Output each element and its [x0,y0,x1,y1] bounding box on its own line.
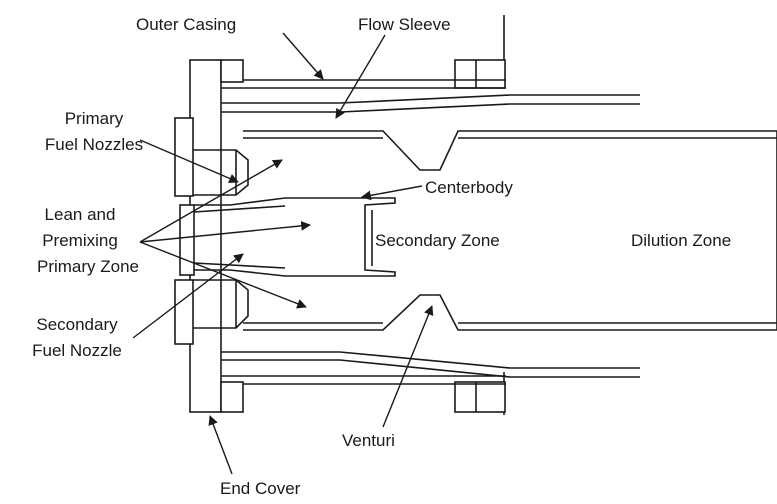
label-lean-3: Primary Zone [37,257,139,276]
label-centerbody: Centerbody [425,178,513,197]
leader-secondary-fuel-nozzle [132,253,244,339]
flow-sleeve [221,94,640,378]
label-secondary-fuel-nozzle-1: Secondary [36,315,118,334]
leader-flow-sleeve [335,34,386,119]
leader-end-cover [208,415,233,475]
label-venturi: Venturi [342,431,395,450]
liner [243,130,777,331]
label-end-cover: End Cover [220,479,301,498]
centerbody [193,197,396,277]
label-secondary-fuel-nozzle-2: Fuel Nozzle [32,341,122,360]
leader-venturi [382,305,434,428]
label-secondary-zone: Secondary Zone [375,231,500,250]
label-primary-fuel-nozzles-2: Fuel Nozzles [45,135,143,154]
leader-lines [132,32,434,475]
label-outer-casing: Outer Casing [136,15,236,34]
label-flow-sleeve: Flow Sleeve [358,15,451,34]
primary-fuel-nozzles [193,149,249,329]
leader-outer-casing [282,32,324,80]
label-lean-2: Premixing [42,231,118,250]
label-lean-1: Lean and [45,205,116,224]
leader-centerbody [361,185,423,201]
leader-primary-zone-down [139,241,307,309]
label-dilution-zone: Dilution Zone [631,231,731,250]
label-primary-fuel-nozzles-1: Primary [65,109,124,128]
leader-primary-zone-up [139,159,283,243]
leader-primary-fuel-nozzles [139,139,239,184]
outer-casing [221,15,506,415]
leader-primary-zone-mid [139,221,311,243]
